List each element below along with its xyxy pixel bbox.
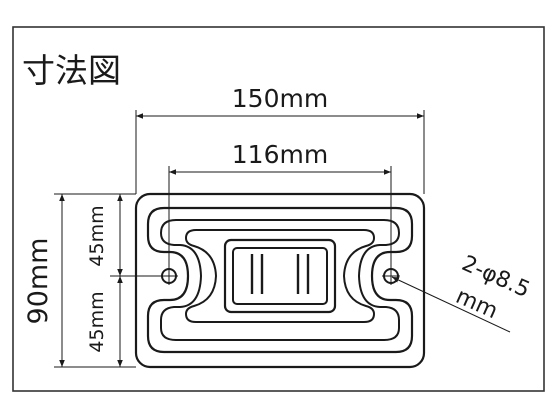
- label-hole-spacing: 116mm: [232, 140, 328, 169]
- label-lower-half: 45mm: [86, 291, 108, 352]
- label-overall-width: 150mm: [232, 84, 328, 113]
- dimension-lines: [54, 110, 511, 368]
- part-outline: [134, 192, 426, 369]
- leader-hole-callout: [391, 276, 511, 333]
- diagram-title: 寸法図: [22, 51, 121, 90]
- label-upper-half: 45mm: [86, 205, 108, 266]
- mounting-hole-right: [382, 267, 400, 285]
- label-overall-height: 90mm: [23, 238, 54, 325]
- outer-frame: [12, 26, 545, 392]
- mounting-hole-left: [160, 267, 178, 285]
